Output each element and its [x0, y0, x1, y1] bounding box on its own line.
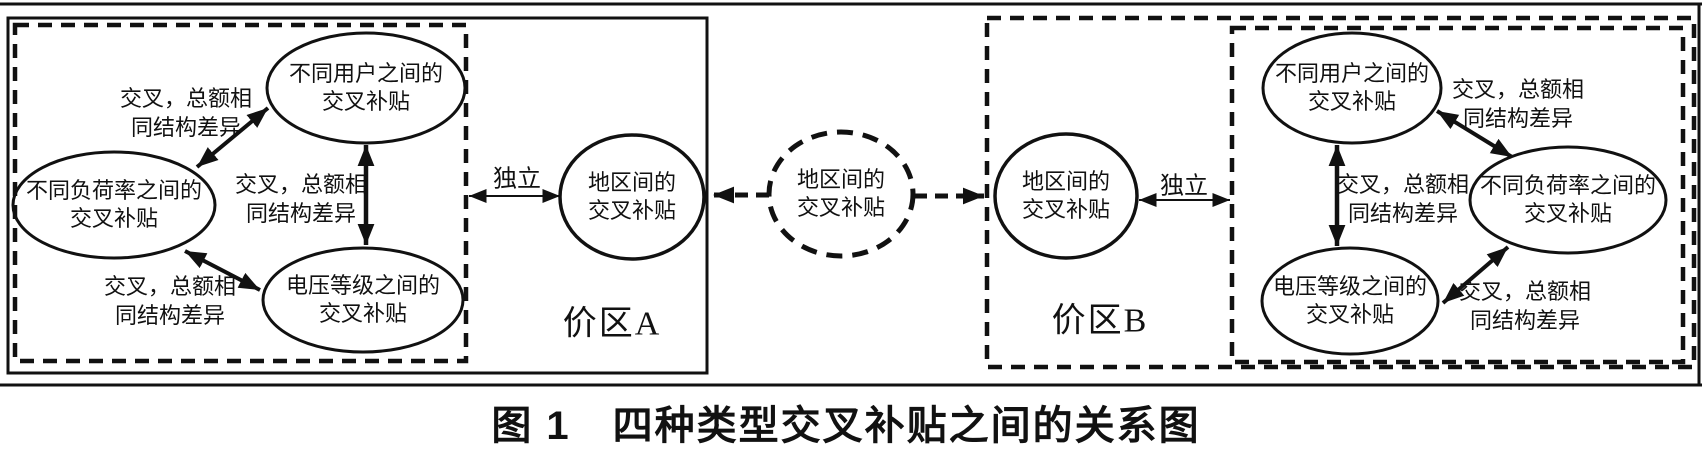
- arrow-left-load-user: [195, 106, 270, 169]
- arrow-right-user-load: [1435, 109, 1514, 159]
- edge-label-right-top: 交叉，总额相 同结构差异: [1451, 77, 1585, 131]
- node-right-user-ellipse: [1261, 31, 1443, 145]
- node-left-load-ellipse: [11, 150, 217, 260]
- edge-label-left-mid: 交叉，总额相 同结构差异: [234, 172, 368, 226]
- zone-a-box: [6, 16, 709, 375]
- node-right-voltage-ellipse: [1260, 246, 1440, 356]
- node-zone-b-regional-label: 地区间的 交叉补贴: [1021, 169, 1111, 222]
- edge-label-right-bottom: 交叉，总额相 同结构差异: [1458, 279, 1592, 333]
- zone-b-label: 价区B: [1051, 302, 1149, 340]
- arrow-right-voltage-load: [1441, 245, 1510, 305]
- node-right-load-label: 不同负荷率之间的 交叉补贴: [1479, 173, 1657, 226]
- edge-label-right-mid: 交叉，总额相 同结构差异: [1336, 172, 1470, 226]
- node-zone-a-regional-label: 地区间的 交叉补贴: [587, 170, 677, 223]
- node-left-user-label: 不同用户之间的 交叉补贴: [288, 61, 444, 114]
- zone-a-label: 价区A: [562, 305, 662, 343]
- figure-caption: 图 1 四种类型交叉补贴之间的关系图: [491, 404, 1201, 448]
- edge-label-left-top: 交叉，总额相 同结构差异: [119, 86, 253, 140]
- right-cluster-dashed-box: [1229, 25, 1686, 365]
- node-right-load-ellipse: [1468, 145, 1668, 255]
- node-left-voltage-label: 电压等级之间的 交叉补贴: [285, 273, 441, 326]
- edge-label-independent-right: 独立: [1160, 173, 1208, 200]
- node-right-voltage-label: 电压等级之间的 交叉补贴: [1272, 274, 1428, 327]
- edge-label-left-bottom: 交叉，总额相 同结构差异: [103, 274, 237, 328]
- node-central-regional-label: 地区间的 交叉补贴: [796, 167, 886, 220]
- arrow-left-load-voltage: [184, 249, 261, 292]
- node-left-voltage-ellipse: [261, 246, 465, 354]
- zone-b-dashed-box: [984, 15, 1697, 370]
- node-right-user-label: 不同用户之间的 交叉补贴: [1274, 61, 1430, 114]
- node-left-user-ellipse: [265, 31, 467, 145]
- node-zone-b-regional-circle: [993, 132, 1139, 260]
- edge-label-independent-left: 独立: [493, 166, 541, 193]
- node-left-load-label: 不同负荷率之间的 交叉补贴: [25, 178, 203, 231]
